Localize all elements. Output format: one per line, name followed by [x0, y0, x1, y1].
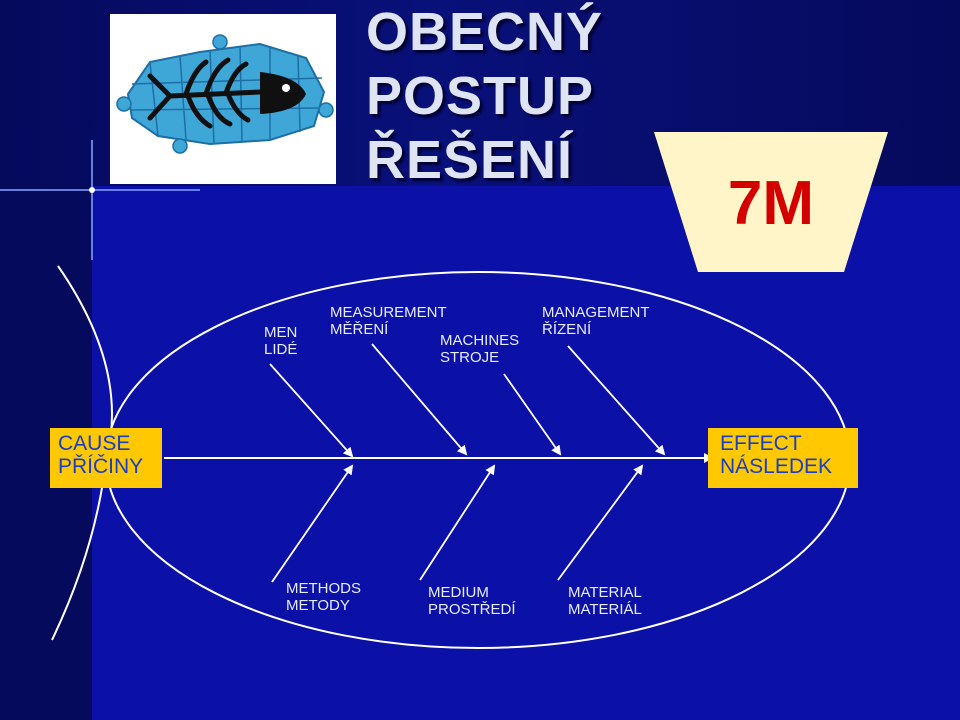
- category-management-cz: ŘÍZENÍ: [542, 321, 592, 338]
- bone-methods: [271, 464, 354, 583]
- category-measurement-en: MEASUREMENT: [330, 304, 447, 321]
- effect-box: EFFECT NÁSLEDEK: [708, 428, 858, 488]
- fish-skeleton-icon: [116, 34, 334, 154]
- category-men-en: MEN: [264, 324, 298, 341]
- category-medium: MEDIUM PROSTŘEDÍ: [428, 584, 516, 618]
- title-line-1: OBECNÝ: [366, 2, 604, 62]
- category-machines-cz: STROJE: [440, 349, 500, 366]
- category-methods-cz: METODY: [286, 597, 350, 614]
- category-methods: METHODS METODY: [286, 580, 361, 614]
- effect-label-en: EFFECT: [720, 432, 802, 455]
- bone-men: [269, 363, 354, 458]
- category-measurement-cz: MĚŘENÍ: [330, 321, 389, 338]
- cause-label-cz: PŘÍČINY: [58, 455, 144, 478]
- category-management: MANAGEMENT ŘÍZENÍ: [542, 304, 650, 338]
- category-men: MEN LIDÉ: [264, 324, 297, 358]
- cause-label-en: CAUSE: [58, 432, 131, 455]
- fishbone-puzzle-logo: [110, 14, 336, 184]
- bone-material: [557, 464, 644, 581]
- category-medium-cz: PROSTŘEDÍ: [428, 601, 516, 618]
- category-medium-en: MEDIUM: [428, 584, 489, 601]
- category-measurement: MEASUREMENT MĚŘENÍ: [330, 304, 447, 338]
- badge-7m: 7M: [727, 169, 815, 238]
- badge-shape: [654, 132, 888, 272]
- category-men-cz: LIDÉ: [264, 341, 298, 358]
- bone-measurement: [371, 343, 468, 456]
- category-management-en: MANAGEMENT: [542, 304, 650, 321]
- category-methods-en: METHODS: [286, 580, 361, 597]
- title-line-3: ŘEŠENÍ: [366, 130, 574, 190]
- bone-management: [567, 345, 666, 456]
- effect-label-cz: NÁSLEDEK: [720, 455, 833, 478]
- category-material-en: MATERIAL: [568, 584, 642, 601]
- cause-box: CAUSE PŘÍČINY: [50, 428, 162, 488]
- title-line-2: POSTUP: [366, 66, 595, 126]
- category-machines-en: MACHINES: [440, 332, 520, 349]
- bone-medium: [419, 464, 496, 581]
- slide-title: OBECNÝ POSTUP ŘEŠENÍ: [366, 0, 603, 192]
- category-material-cz: MATERIÁL: [568, 601, 642, 618]
- sparkle-icon: [0, 140, 200, 260]
- category-machines: MACHINES STROJE: [440, 332, 519, 366]
- bone-machines: [503, 373, 562, 456]
- category-material: MATERIAL MATERIÁL: [568, 584, 642, 618]
